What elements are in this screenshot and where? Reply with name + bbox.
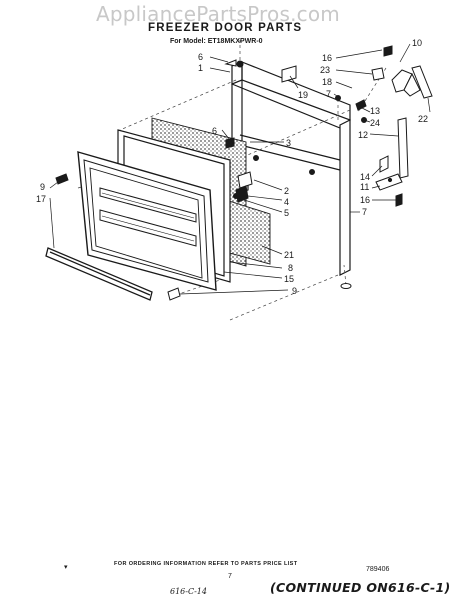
callout-18: 18: [322, 77, 332, 87]
callout-7: 7: [326, 89, 331, 99]
callout-1: 1: [198, 63, 203, 73]
exploded-parts-diagram: 10 16 6 1 23 18 19 7 13 22 24 12 6 3 14 …: [36, 38, 433, 321]
continued-note: (CONTINUED ON616-C-1): [270, 580, 451, 595]
callout-9: 9: [292, 286, 297, 296]
callout-10: 10: [412, 38, 422, 48]
callout-15: 15: [284, 274, 294, 284]
leader-lines: [49, 43, 431, 295]
callout-4: 4: [284, 197, 289, 207]
ordering-note: FOR ORDERING INFORMATION REFER TO PARTS …: [114, 561, 298, 567]
callout-2: 2: [284, 186, 289, 196]
callout-23: 23: [320, 65, 330, 75]
document-code: 789406: [366, 566, 390, 573]
callout-22: 22: [418, 114, 428, 124]
callout-labels: 10 16 6 1 23 18 19 7 13 22 24 12 6 3 14 …: [36, 38, 428, 296]
callout-11: 11: [360, 182, 369, 192]
door-outer-panel: [77, 151, 217, 291]
bottom-trim-strip: [45, 247, 153, 301]
callout-16: 16: [360, 195, 370, 205]
corner-mark: ▾: [64, 564, 68, 571]
callout-14: 14: [360, 172, 370, 182]
callout-19: 19: [298, 90, 308, 100]
callout-8: 8: [288, 263, 293, 273]
callout-16: 16: [322, 53, 332, 63]
callout-9: 9: [40, 182, 45, 192]
callout-6: 6: [198, 52, 203, 62]
callout-12: 12: [358, 130, 368, 140]
callout-13: 13: [370, 106, 380, 116]
diagram-title: FREEZER DOOR PARTS: [148, 22, 303, 34]
callout-17: 17: [36, 194, 46, 204]
page-number: 7: [228, 573, 232, 580]
callout-3: 3: [286, 138, 291, 148]
callout-5: 5: [284, 208, 289, 218]
model-label: For Model: ET18MKXPWR-0: [170, 38, 263, 45]
watermark-text: AppliancePartsPros.com: [96, 2, 340, 26]
handwritten-reference: 616-C-14: [170, 587, 207, 596]
callout-6: 6: [212, 126, 217, 136]
callout-7: 7: [362, 207, 367, 217]
callout-21: 21: [284, 250, 294, 260]
callout-24: 24: [370, 118, 380, 128]
